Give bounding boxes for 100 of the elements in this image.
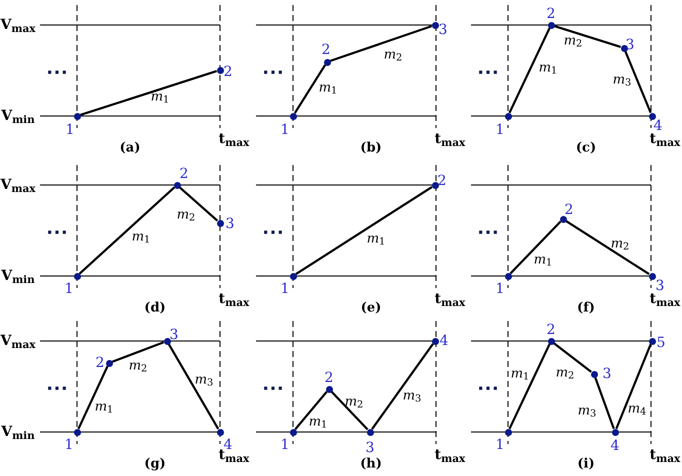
line-segment	[554, 25, 621, 48]
line-segment	[624, 50, 652, 114]
slope-label: m$_{4}$	[628, 402, 646, 416]
time-label: t$_{max}$	[434, 132, 466, 146]
point-number: 2	[438, 174, 446, 188]
point-number: 4	[440, 334, 448, 348]
data-point	[74, 112, 80, 120]
axis-label: V$_{max}$	[0, 334, 36, 348]
point-number: 3	[602, 367, 612, 381]
ellipsis: ⋯	[46, 377, 68, 399]
point-number: 2	[564, 203, 574, 217]
ellipsis: ⋯	[46, 61, 68, 83]
point-number: 4	[610, 439, 620, 453]
data-point	[504, 428, 512, 436]
data-point	[648, 272, 656, 280]
slope-label: m$_{2}$	[128, 360, 148, 372]
line-segment	[294, 390, 328, 430]
data-point	[504, 272, 512, 280]
data-point	[174, 182, 180, 188]
axis-label: V$_{min}$	[1, 109, 35, 123]
ellipsis: ⋯	[46, 221, 68, 243]
panel-caption: (b)	[360, 142, 382, 154]
data-point	[324, 58, 330, 66]
data-point	[326, 386, 332, 392]
point-number: 3	[438, 23, 448, 37]
point-number: 1	[64, 282, 74, 296]
time-label: t$_{max}$	[650, 292, 680, 306]
line-segment	[77, 366, 109, 430]
point-number: 2	[546, 7, 556, 21]
line-segment	[178, 186, 218, 222]
panel-caption: (c)	[576, 142, 596, 154]
panel-caption: (g)	[144, 458, 166, 470]
slope-label: m$_{2}$	[176, 208, 196, 222]
point-number: 1	[280, 282, 290, 296]
slope-label: m$_{1}$	[366, 232, 386, 246]
time-label: t$_{max}$	[218, 292, 250, 306]
slope-label: m$_{3}$	[194, 374, 214, 386]
line-segment	[330, 25, 432, 62]
panel-caption: (a)	[120, 142, 140, 154]
data-point	[560, 216, 566, 222]
data-point	[548, 22, 554, 28]
data-point	[164, 338, 170, 344]
point-number: 1	[496, 438, 504, 452]
slope-label: m$_{1}$	[308, 416, 328, 428]
axis-label: V$_{min}$	[1, 269, 35, 283]
point-number: 2	[96, 356, 104, 370]
slope-label: m$_{2}$	[384, 48, 402, 62]
time-label: t$_{max}$	[218, 132, 250, 146]
data-point	[216, 220, 224, 226]
data-point	[612, 428, 618, 436]
panel-caption: (e)	[360, 302, 382, 314]
data-point	[74, 272, 80, 280]
data-point	[620, 44, 628, 52]
data-point	[590, 370, 598, 378]
slope-label: m$_{1}$	[94, 400, 114, 414]
data-point	[648, 338, 656, 344]
data-point	[290, 272, 296, 280]
time-label: t$_{max}$	[650, 132, 680, 146]
slope-label: m$_{2}$	[564, 34, 582, 48]
slope-label: m$_{1}$	[150, 90, 170, 104]
line-segment	[508, 28, 550, 114]
point-number: 1	[64, 438, 74, 452]
panel-caption: (i)	[577, 458, 595, 470]
data-point	[216, 66, 224, 74]
panel-caption: (f)	[577, 302, 595, 314]
panel-caption: (d)	[144, 302, 166, 314]
time-label: t$_{max}$	[434, 292, 466, 306]
time-label: t$_{max}$	[434, 448, 466, 462]
ellipsis: ⋯	[477, 61, 499, 83]
line-segment	[371, 343, 434, 430]
line-segment	[78, 186, 176, 274]
point-number: 1	[280, 438, 290, 452]
point-number: 3	[626, 38, 634, 52]
line-segment	[510, 220, 562, 274]
point-number: 1	[496, 123, 504, 137]
time-label: t$_{max}$	[650, 448, 680, 462]
slope-label: m$_{2}$	[344, 396, 364, 408]
point-number: 3	[656, 279, 664, 293]
line-segment	[508, 344, 550, 430]
data-point	[290, 112, 296, 120]
ellipsis: ⋯	[477, 377, 499, 399]
point-number: 3	[226, 217, 234, 231]
slope-label: m$_{2}$	[610, 238, 630, 250]
point-number: 1	[66, 123, 74, 137]
slope-label: m$_{1}$	[538, 62, 558, 74]
point-number: 1	[496, 282, 504, 296]
slope-label: m$_{1}$	[534, 254, 552, 266]
line-segment	[80, 70, 217, 116]
slope-label: m$_{1}$	[510, 368, 530, 380]
point-number: 1	[280, 123, 290, 137]
data-point	[74, 428, 80, 436]
point-number: 2	[322, 43, 330, 57]
ellipsis: ⋯	[262, 221, 284, 243]
ellipsis: ⋯	[262, 61, 284, 83]
line-segment	[294, 64, 326, 114]
axis-label: V$_{max}$	[0, 18, 36, 32]
line-segment	[330, 390, 368, 430]
slope-label: m$_{2}$	[556, 366, 574, 380]
data-point	[432, 338, 438, 344]
line-segment	[615, 344, 652, 430]
